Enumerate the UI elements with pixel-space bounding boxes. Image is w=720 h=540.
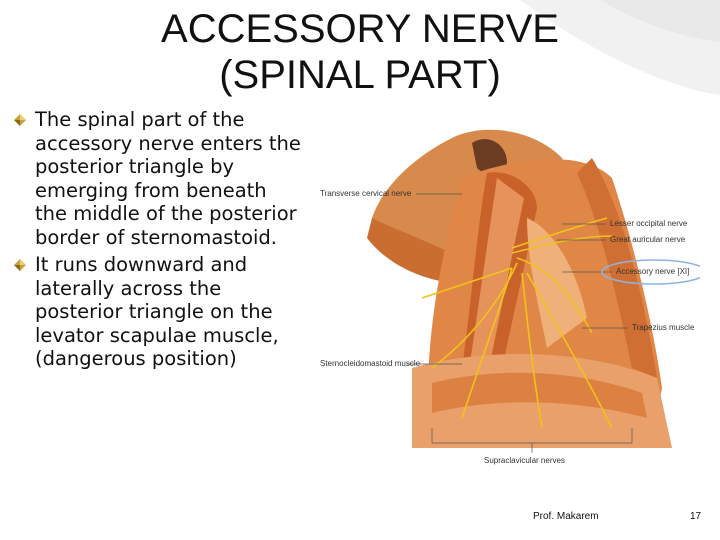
page-number: 17 bbox=[690, 511, 702, 522]
neck-dissection-illustration bbox=[367, 129, 700, 453]
title-line-1: ACCESSORY NERVE bbox=[161, 7, 559, 51]
label-sternocleidomastoid: Sternocleidomastoid muscle bbox=[320, 359, 421, 368]
bullet-text: It runs downward and laterally across th… bbox=[35, 253, 279, 370]
label-accessory-nerve: Accessory nerve [XI] bbox=[616, 267, 690, 276]
slide-title: ACCESSORY NERVE (SPINAL PART) bbox=[0, 6, 720, 98]
diamond-bullet-icon bbox=[14, 259, 26, 271]
bullet-list: The spinal part of the accessory nerve e… bbox=[14, 108, 304, 375]
label-trapezius: Trapezius muscle bbox=[632, 323, 695, 332]
bullet-text: The spinal part of the accessory nerve e… bbox=[35, 108, 301, 249]
bullet-item: The spinal part of the accessory nerve e… bbox=[14, 108, 304, 249]
footer-author: Prof. Makarem bbox=[533, 511, 599, 522]
label-great-auricular: Great auricular nerve bbox=[610, 235, 686, 244]
diamond-bullet-icon bbox=[14, 114, 26, 126]
bullet-item: It runs downward and laterally across th… bbox=[14, 253, 304, 371]
label-supraclavicular: Supraclavicular nerves bbox=[484, 456, 565, 465]
label-transverse-cervical: Transverse cervical nerve bbox=[320, 189, 412, 198]
title-line-2: (SPINAL PART) bbox=[219, 53, 501, 97]
label-lesser-occipital: Lesser occipital nerve bbox=[610, 219, 688, 228]
anatomy-figure: Transverse cervical nerve Lesser occipit… bbox=[312, 118, 700, 474]
